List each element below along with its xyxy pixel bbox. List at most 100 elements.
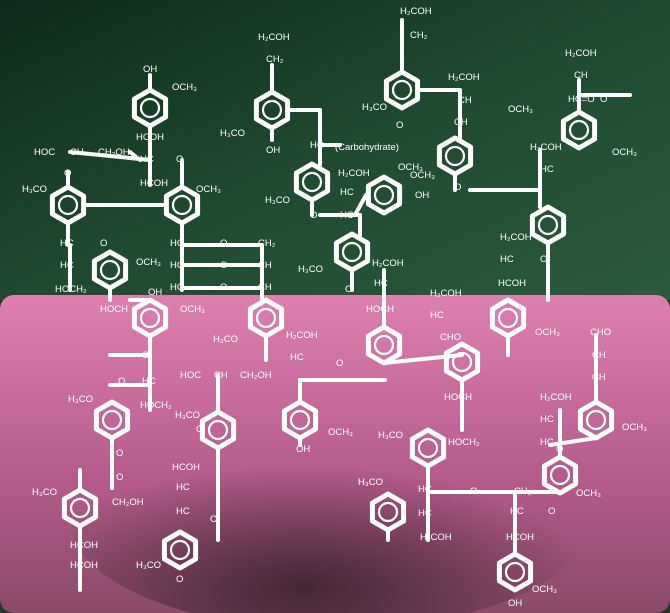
atom-label-ch2oh: H₂COH (565, 48, 597, 59)
aromatic-ring-inner-8 (373, 184, 395, 206)
atom-label-hoc: HOC (180, 370, 201, 381)
atom-label-o: O (220, 260, 227, 271)
atom-label-o: O (540, 254, 547, 265)
aromatic-ring-13 (247, 297, 285, 339)
atom-label-hc: HC (170, 238, 184, 249)
atom-label-hc: HC (340, 187, 354, 198)
aromatic-ring-inner-4 (444, 145, 466, 167)
atom-label-ch: CH (214, 370, 228, 381)
bond-49 (382, 353, 464, 365)
atom-label-hc: HC (170, 282, 184, 293)
aromatic-ring-inner-10 (341, 241, 363, 263)
atom-label-ch2oh_right: CH₂OH (240, 370, 272, 381)
aromatic-ring-3 (560, 109, 598, 151)
aromatic-ring-2 (383, 69, 421, 111)
atom-label-h3co: H₃CO (175, 410, 200, 421)
atom-label-o: O (600, 94, 607, 105)
atom-label-och3: OCH₃ (136, 257, 161, 268)
aromatic-ring-24 (369, 491, 407, 533)
atom-label-ch: CH (258, 282, 272, 293)
atom-label-hoch: HOCH (444, 392, 472, 403)
atom-label-och3: OCH₃ (508, 104, 533, 115)
atom-label-och3: OCH₃ (622, 422, 647, 433)
atom-label-ch2oh_right: CH₂OH (112, 497, 144, 508)
atom-label-och3: OCH₃ (398, 162, 423, 173)
atom-label-ch2oh_right: CH₂OH (98, 147, 130, 158)
atom-label-ch2oh: H₂COH (338, 168, 370, 179)
aromatic-ring-inner-25 (169, 539, 191, 561)
atom-label-ch2oh: H₂COH (530, 142, 562, 153)
aromatic-ring-17 (93, 399, 131, 441)
atom-label-cho: CHO (440, 332, 461, 343)
aromatic-ring-10 (333, 231, 371, 273)
aromatic-ring-inner-3 (568, 119, 590, 141)
atom-label-och3: OCH₃ (410, 170, 435, 181)
atom-label-ch: CH (458, 95, 472, 106)
aromatic-ring-9 (529, 204, 567, 246)
atom-label-ch2oh: H₂COH (430, 288, 462, 299)
aromatic-ring-inner-20 (417, 437, 439, 459)
atom-label-hc: HC (142, 376, 156, 387)
aromatic-ring-5 (49, 184, 87, 226)
atom-label-hc: HC (60, 260, 74, 271)
atom-label-hoch: HOCH (366, 304, 394, 315)
atom-label-o: O (548, 506, 555, 517)
atom-label-h3co: H₃CO (362, 102, 387, 113)
aromatic-ring-inner-5 (57, 194, 79, 216)
aromatic-ring-inner-26 (504, 561, 526, 583)
atom-label-o: O (118, 376, 125, 387)
atom-label-o: O (116, 448, 123, 459)
atom-label-hcoh: HCOH (70, 540, 98, 551)
atom-label-o: O (176, 154, 183, 165)
atom-label-ch2oh: H₂COH (258, 32, 290, 43)
atom-label-hcoh: HCOH (140, 178, 168, 189)
atom-label-hc: HC (540, 437, 554, 448)
atom-label-hoc: HOC (34, 147, 55, 158)
aromatic-ring-inner-12 (139, 307, 161, 329)
atom-label-hc: HC (176, 482, 190, 493)
atom-label-o: O (470, 486, 477, 497)
atom-label-hcoh: HCOH (136, 132, 164, 143)
aromatic-ring-0 (131, 87, 169, 129)
aromatic-ring-26 (496, 551, 534, 593)
atom-label-hcoh: HCOH (70, 560, 98, 571)
atom-label-h3co: H₃CO (298, 264, 323, 275)
aromatic-ring-inner-7 (301, 171, 323, 193)
atom-label-hc: HC (540, 414, 554, 425)
atom-label-o: O (454, 182, 461, 193)
atom-label-ch2oh: H₂COH (448, 72, 480, 83)
atom-label-oh: OH (415, 190, 429, 201)
atom-label-hoch2: HOCH₂ (448, 437, 480, 448)
aromatic-ring-inner-6 (171, 194, 193, 216)
atom-label-o: O (336, 358, 343, 369)
atom-label-hc: HC (290, 352, 304, 363)
atom-label-oh: OH (143, 64, 157, 75)
atom-label-och3: OCH₃ (196, 184, 221, 195)
atom-label-hc: HC (310, 140, 324, 151)
atom-label-o: O (100, 238, 107, 249)
atom-label-och3: OCH₃ (576, 488, 601, 499)
aromatic-ring-inner-21 (585, 409, 607, 431)
aromatic-ring-8 (365, 174, 403, 216)
atom-label-hc: HC (500, 254, 514, 265)
background-shadow (70, 410, 590, 613)
atom-label-hc: HC (430, 310, 444, 321)
atom-label-o: O (396, 120, 403, 131)
aromatic-ring-inner-19 (289, 409, 311, 431)
atom-label-o: O (556, 444, 563, 455)
aromatic-ring-inner-17 (101, 409, 123, 431)
aromatic-ring-inner-9 (537, 214, 559, 236)
atom-label-carbohydrate: (Carbohydrate) (335, 142, 399, 153)
atom-label-ch2: CH₂ (514, 486, 532, 497)
aromatic-ring-inner-16 (497, 307, 519, 329)
atom-label-oh: OH (508, 598, 522, 609)
atom-label-hcoh: HCOH (172, 462, 200, 473)
atom-label-hco: HC=O (568, 94, 595, 105)
aromatic-ring-22 (541, 454, 579, 496)
atom-label-ch2oh: H₂COH (500, 232, 532, 243)
atom-label-ch: CH (454, 117, 468, 128)
atom-label-oh: OH (266, 145, 280, 156)
